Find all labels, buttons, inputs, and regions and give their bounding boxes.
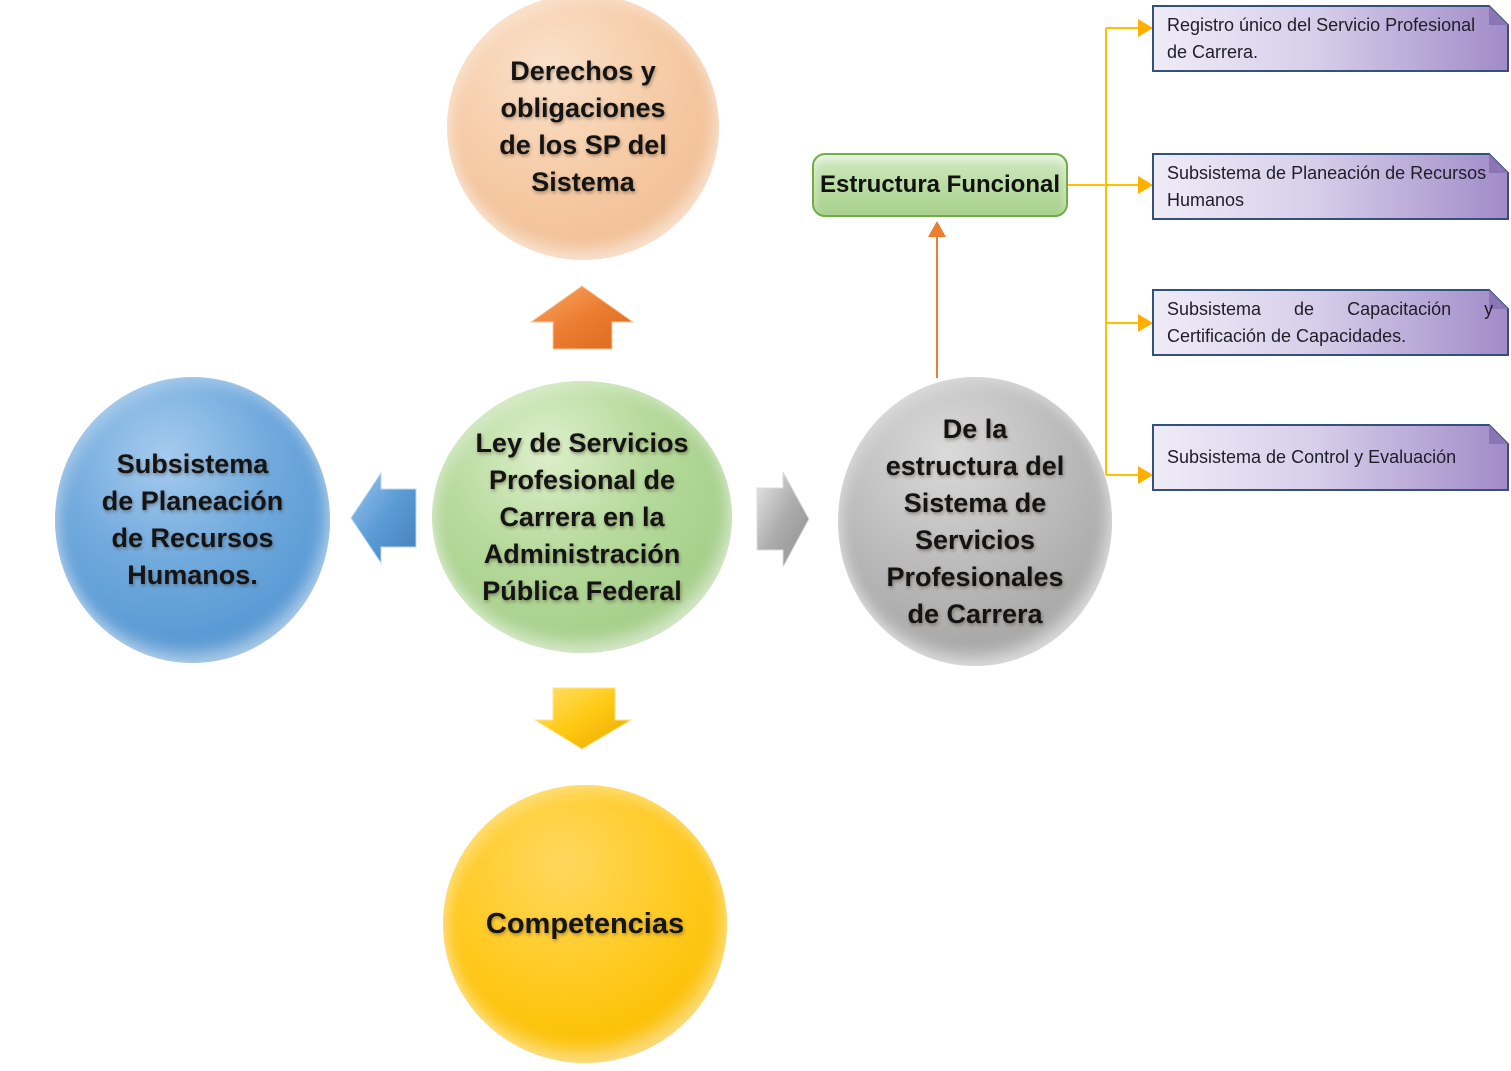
capacitacion-box-shape bbox=[1152, 289, 1509, 356]
right-circle-label: De la estructura del Sistema de Servicio… bbox=[885, 413, 1065, 629]
subsystem-connector-lines bbox=[1068, 27, 1146, 476]
center-circle-label: Ley de Servicios Profesional de Carrera … bbox=[475, 427, 689, 606]
up-block-arrow bbox=[529, 285, 635, 350]
estructura-funcional-label: Estructura Funcional bbox=[819, 171, 1061, 198]
left-block-arrow bbox=[350, 471, 417, 565]
control-evaluacion-box-shape bbox=[1152, 424, 1509, 491]
estructura-connector-arrow bbox=[928, 221, 946, 378]
top-circle-label: Derechos y obligaciones de los SP del Si… bbox=[499, 56, 667, 197]
connector-arrowheads bbox=[1138, 19, 1153, 484]
center-circle-ley: Ley de Servicios Profesional de Carrera … bbox=[432, 381, 732, 653]
top-circle-derechos: Derechos y obligaciones de los SP del Si… bbox=[447, 0, 719, 260]
registro-unico-box-shape bbox=[1152, 5, 1509, 72]
down-block-arrow bbox=[533, 687, 633, 750]
left-circle-planeacion: Subsistema de Planeación de Recursos Hum… bbox=[55, 377, 330, 663]
control-evaluacion-box: Subsistema de Control y Evaluación bbox=[1152, 424, 1509, 491]
planeacion-rh-box-shape bbox=[1152, 153, 1509, 220]
estructura-funcional-box: Estructura Funcional bbox=[812, 153, 1068, 217]
bottom-circle-label: Competencias bbox=[485, 907, 685, 940]
right-circle-estructura: De la estructura del Sistema de Servicio… bbox=[838, 377, 1112, 666]
bottom-circle-competencias: Competencias bbox=[443, 785, 727, 1063]
control-evaluacion-label: Subsistema de Control y Evaluación bbox=[1167, 447, 1457, 467]
right-block-arrow bbox=[756, 471, 810, 568]
left-circle-label: Subsistema de Planeación de Recursos Hum… bbox=[101, 449, 284, 590]
